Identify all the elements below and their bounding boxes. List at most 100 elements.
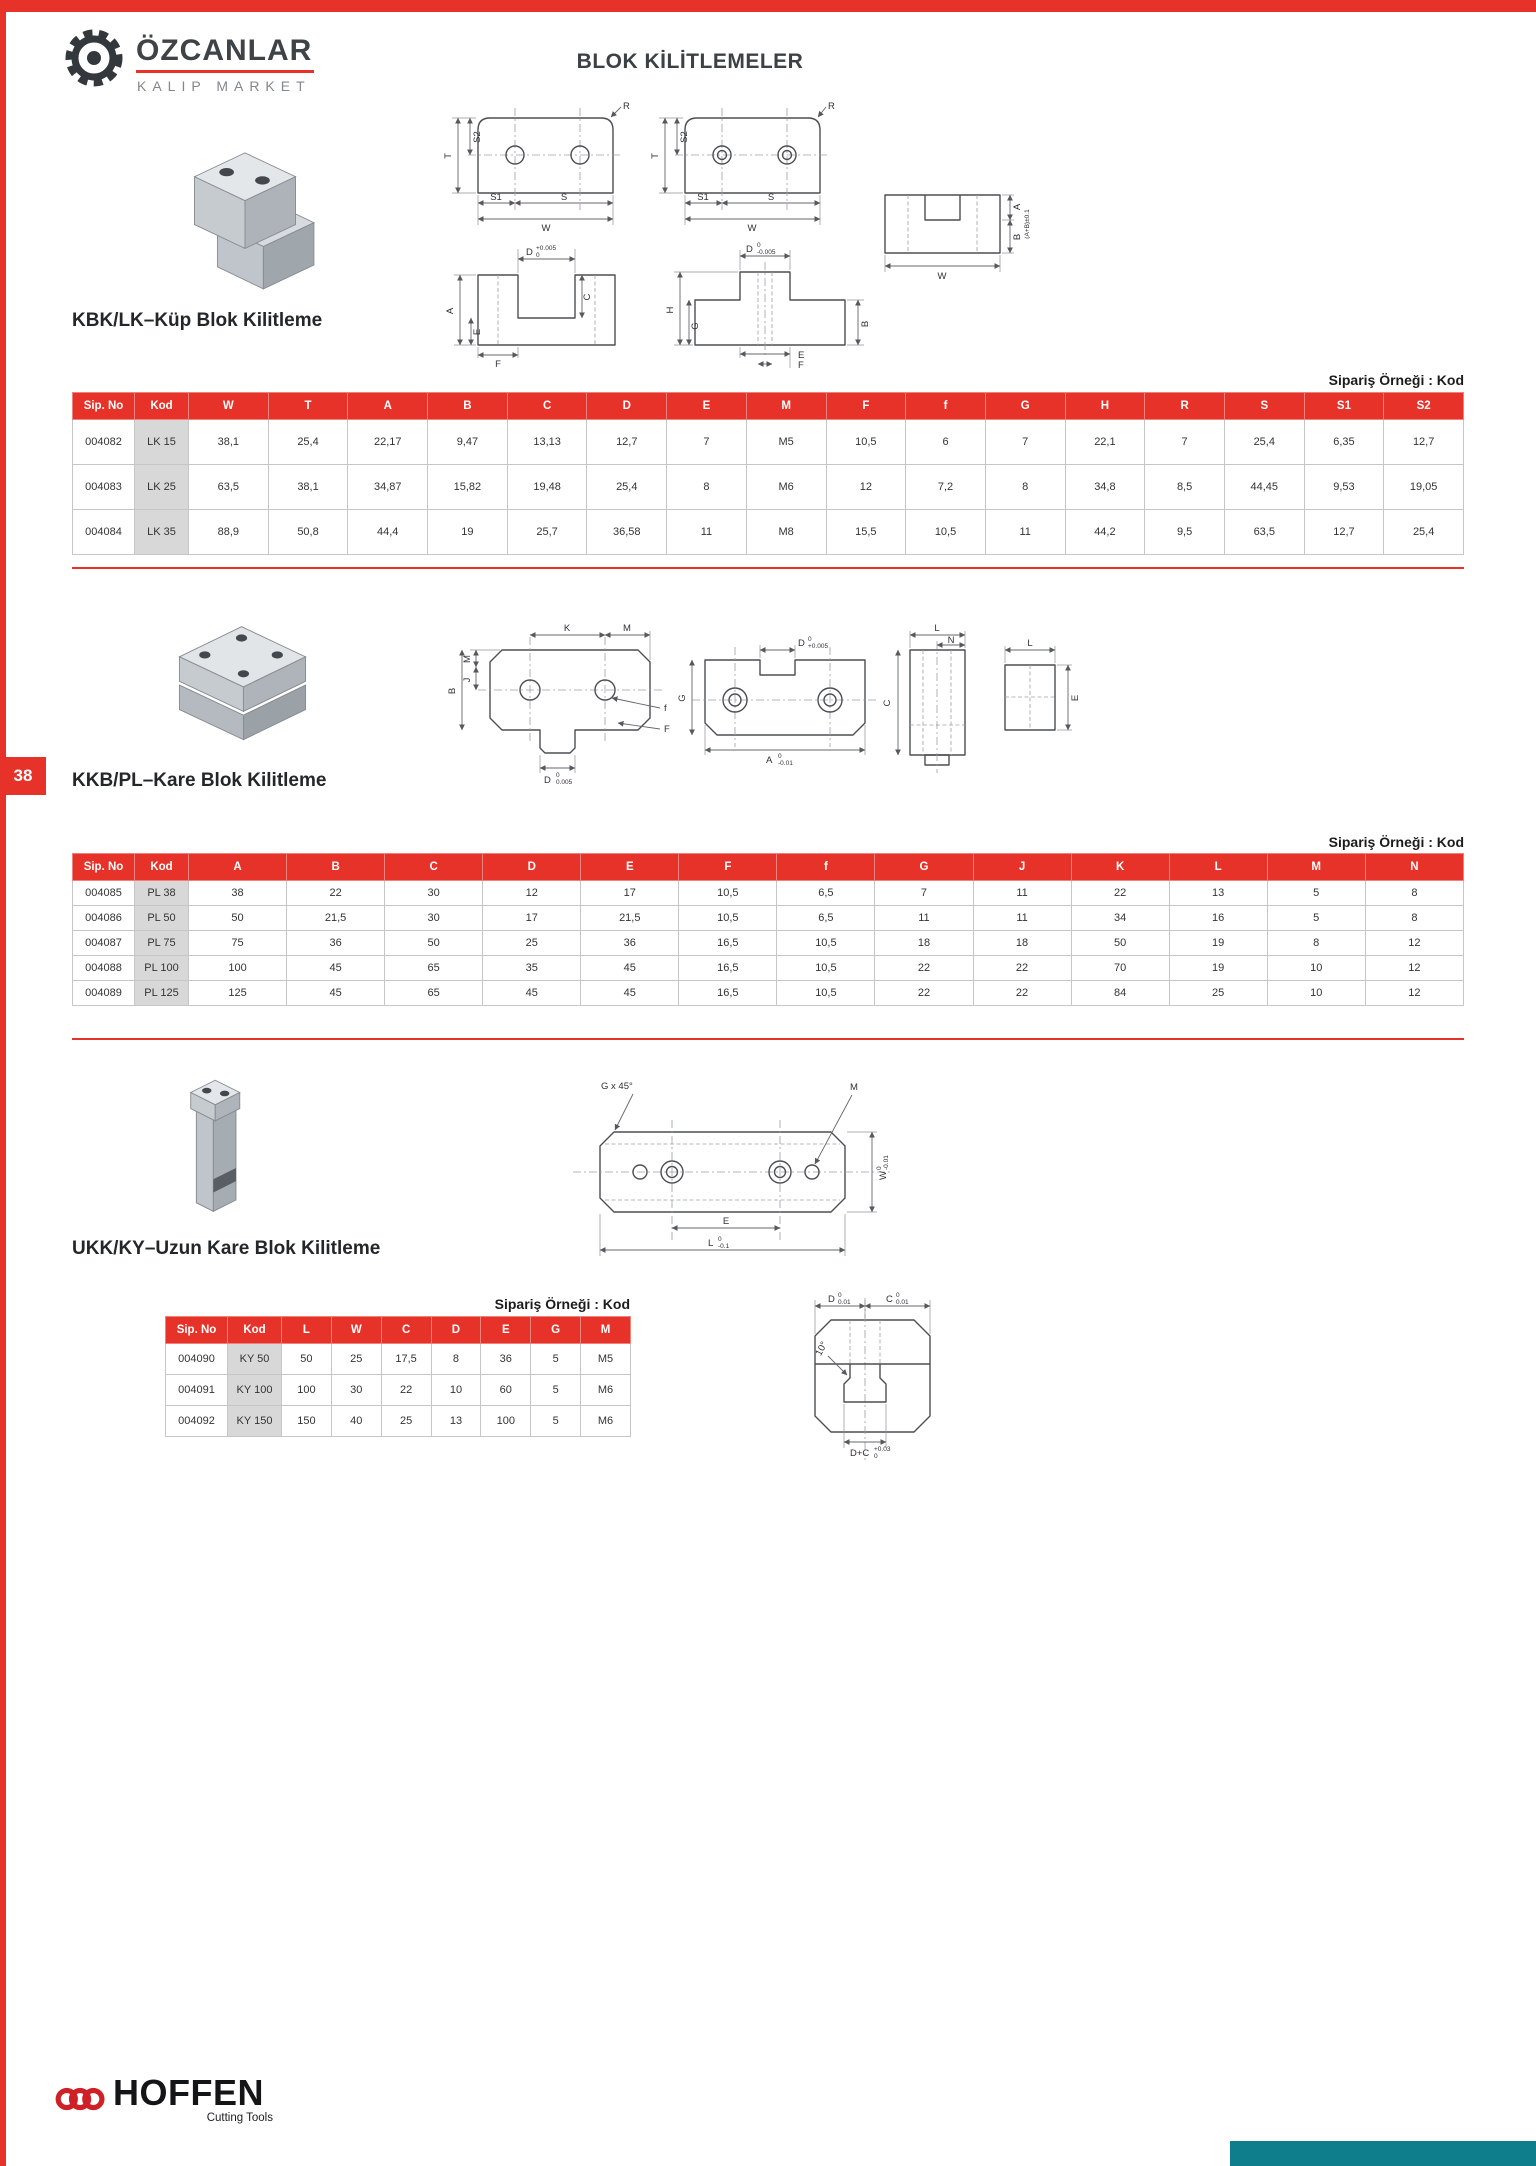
value-cell: 18 (874, 930, 974, 956)
column-header: f (776, 853, 876, 881)
tolerance-label: 0 (874, 1453, 878, 1460)
value-cell: 10,5 (678, 905, 778, 931)
value-cell: 21,5 (580, 905, 680, 931)
column-header: Kod (134, 392, 189, 420)
value-cell: 7 (984, 419, 1066, 465)
code-cell: KY 50 (227, 1343, 282, 1375)
tolerance-label: -0.01 (883, 1155, 890, 1170)
value-cell: 34 (1070, 905, 1170, 931)
dim-label: D+C (850, 1448, 869, 1459)
value-cell: 40 (330, 1405, 382, 1437)
value-cell: 30 (384, 880, 484, 906)
value-cell: 50 (187, 905, 288, 931)
value-cell: 12 (1364, 930, 1465, 956)
dim-label: W (748, 223, 757, 234)
footer-tagline: Cutting Tools (206, 2112, 273, 2124)
section-divider (72, 567, 1464, 569)
code-cell: LK 15 (134, 419, 189, 465)
value-cell: 19,05 (1383, 464, 1464, 510)
dim-label: D (746, 244, 753, 255)
value-cell: 45 (286, 955, 386, 981)
value-cell: 45 (286, 980, 386, 1006)
tolerance-label: -0.005 (757, 249, 776, 256)
drawing-kbk-views: T S2 R S1 S W T S2 R S1 S W (443, 101, 1030, 370)
dim-label: E (472, 329, 483, 335)
value-cell: 100 (187, 955, 288, 981)
value-cell: M5 (745, 419, 827, 465)
page-number: 38 (13, 766, 33, 785)
value-cell: 5 (1266, 880, 1366, 906)
order-number-cell: 004084 (72, 509, 135, 555)
tolerance-label: 0 (808, 636, 812, 643)
value-cell: 10,5 (776, 930, 876, 956)
column-header: Kod (134, 853, 189, 881)
order-number-cell: 004090 (165, 1343, 228, 1375)
value-cell: 15,82 (427, 464, 508, 510)
value-cell: 8 (430, 1343, 482, 1375)
value-cell: 19 (1168, 930, 1268, 956)
dim-label: S1 (490, 192, 502, 203)
tolerance-label: 0 (718, 1236, 722, 1243)
value-cell: 25,4 (267, 419, 349, 465)
dim-label: C (582, 293, 593, 300)
value-cell: 22 (1070, 880, 1170, 906)
value-cell: 9,47 (427, 419, 508, 465)
code-cell: PL 100 (134, 955, 189, 981)
brand-name: ÖZCANLAR (136, 34, 313, 67)
order-number-cell: 004092 (165, 1405, 228, 1437)
dim-label: L (708, 1238, 713, 1249)
code-cell: LK 25 (134, 464, 189, 510)
value-cell: 13 (430, 1405, 482, 1437)
tolerance-label: -0.1 (718, 1243, 730, 1250)
value-cell: 44,45 (1223, 464, 1305, 510)
tolerance-label: +0.005 (808, 643, 828, 650)
value-cell: 19 (1168, 955, 1268, 981)
value-cell: 150 (281, 1405, 332, 1437)
tolerance-label: -0.01 (778, 760, 793, 767)
order-number-cell: 004088 (72, 955, 135, 981)
brand-underline (136, 70, 314, 73)
dim-label: (A+B)±0.1 (1024, 209, 1030, 239)
dim-label: W (938, 271, 947, 282)
dim-label: S (561, 192, 567, 203)
section-title-ukk: UKK/KY–Uzun Kare Blok Kilitleme (72, 1238, 381, 1259)
value-cell: 125 (187, 980, 288, 1006)
dim-label: B (1012, 234, 1023, 240)
value-cell: 12 (482, 880, 582, 906)
column-header: Sip. No (165, 1316, 228, 1344)
value-cell: 15,5 (825, 509, 907, 555)
column-header: N (1364, 853, 1465, 881)
column-header: W (330, 1316, 382, 1344)
column-header: B (286, 853, 386, 881)
column-header: A (187, 853, 288, 881)
value-cell: 8 (1364, 905, 1465, 931)
dim-label: L (934, 623, 939, 634)
value-cell: 6,5 (776, 880, 876, 906)
value-cell: 70 (1070, 955, 1170, 981)
footer-brand-name: HOFFEN (113, 2072, 264, 2113)
value-cell: 25,4 (1383, 509, 1464, 555)
value-cell: 100 (281, 1374, 332, 1406)
dim-label: S2 (679, 131, 690, 143)
dim-label: E (723, 1216, 729, 1227)
dim-label: A (445, 307, 456, 314)
column-header: M (745, 392, 827, 420)
value-cell: 22 (972, 955, 1072, 981)
dim-label: M (623, 623, 631, 634)
hoffen-chain-icon (55, 2087, 105, 2111)
code-cell: PL 50 (134, 905, 189, 931)
value-cell: 8 (984, 464, 1066, 510)
value-cell: 5 (530, 1405, 582, 1437)
dim-label: C (882, 699, 893, 706)
value-cell: 25 (1168, 980, 1268, 1006)
column-header: G (874, 853, 974, 881)
value-cell: 30 (330, 1374, 382, 1406)
section-divider (72, 1038, 1464, 1040)
dim-label: D (544, 775, 551, 786)
column-header: J (972, 853, 1072, 881)
code-cell: KY 100 (227, 1374, 282, 1406)
dim-label: K (564, 623, 571, 634)
